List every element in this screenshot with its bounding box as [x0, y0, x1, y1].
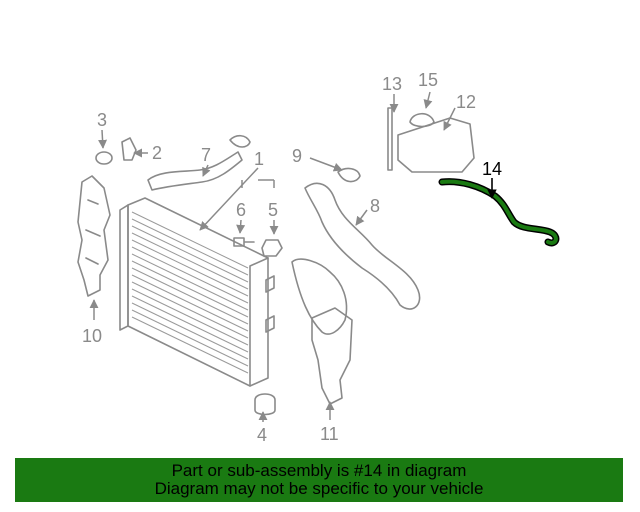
callout-4: 4: [257, 425, 267, 445]
radiator-fin: [131, 260, 249, 318]
radiator-fin: [131, 225, 249, 283]
radiator-fin: [131, 302, 249, 360]
bracket-left: [77, 175, 111, 297]
callout-7: 7: [201, 145, 211, 165]
callout-13: 13: [382, 74, 402, 94]
radiator-fin: [131, 218, 249, 276]
callout-9: 9: [292, 146, 302, 166]
callout-12: 12: [456, 92, 476, 112]
callout-2: 2: [152, 143, 162, 163]
callout-6: 6: [236, 200, 246, 220]
part-14-hose: [438, 178, 560, 247]
callout-5: 5: [268, 200, 278, 220]
radiator-fin: [131, 211, 249, 269]
callout-11: 11: [320, 424, 339, 444]
radiator-fin: [131, 309, 249, 367]
radiator-fin: [131, 281, 249, 339]
radiator-fin: [131, 295, 249, 353]
upper-hose: [147, 134, 251, 191]
radiator-fin: [131, 232, 249, 290]
callout-15: 15: [418, 70, 438, 90]
info-banner: Part or sub-assembly is #14 in diagram D…: [15, 458, 623, 502]
radiator-fin: [131, 253, 249, 311]
radiator-fin: [131, 239, 249, 297]
callout-3: 3: [97, 110, 107, 130]
leader-lines: [89, 91, 497, 422]
callout-8: 8: [370, 196, 380, 216]
shroud-right: [291, 258, 353, 405]
radiator-fin: [131, 274, 249, 332]
radiator-fin: [131, 267, 249, 325]
radiator-fin: [131, 246, 249, 304]
radiator-fin: [131, 288, 249, 346]
callout-14: 14: [482, 159, 502, 179]
lower-hose: [304, 167, 421, 310]
coolant-reservoir: [387, 107, 475, 173]
callout-10: 10: [82, 326, 102, 346]
banner-line-2: Diagram may not be specific to your vehi…: [154, 479, 484, 498]
callout-1: 1: [254, 149, 264, 169]
small-parts: [95, 137, 283, 416]
radiator: [119, 197, 275, 387]
radiator-fin: [131, 316, 249, 374]
banner-line-1: Part or sub-assembly is #14 in diagram: [171, 461, 467, 480]
